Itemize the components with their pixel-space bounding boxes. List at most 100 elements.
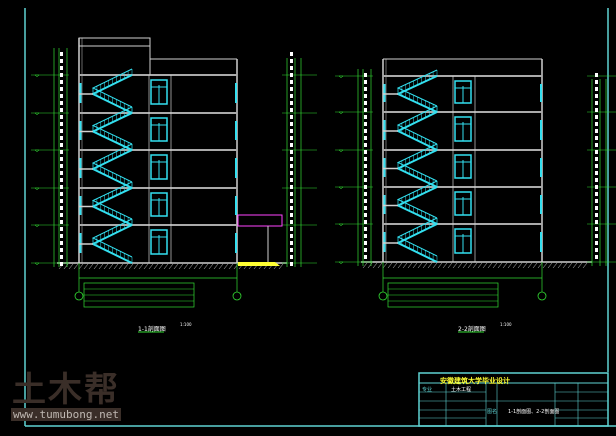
dimension-text — [60, 241, 63, 245]
dimension-text — [595, 129, 598, 133]
ground-hatch — [547, 262, 553, 269]
dimension-text — [364, 220, 367, 224]
ground-hatch — [208, 263, 214, 270]
dimension-text — [364, 171, 367, 175]
ground-hatch — [522, 262, 528, 269]
ground-hatch — [372, 262, 378, 269]
ground-hatch — [193, 263, 199, 270]
dimension-text — [60, 94, 63, 98]
dimension-text — [290, 136, 293, 140]
dimension-text — [60, 115, 63, 119]
ground-hatch — [98, 263, 104, 270]
dimension-text — [364, 157, 367, 161]
dimension-text — [595, 234, 598, 238]
dimension-text — [290, 115, 293, 119]
ground-hatch — [477, 262, 483, 269]
dimension-text — [60, 73, 63, 77]
ground-hatch — [203, 263, 209, 270]
ground-hatch — [402, 262, 408, 269]
level-marker — [34, 74, 40, 78]
dimension-text — [595, 143, 598, 147]
dimension-text — [290, 66, 293, 70]
ground-hatch — [143, 263, 149, 270]
dimension-text — [290, 143, 293, 147]
dimension-text — [595, 80, 598, 84]
dimension-text — [364, 213, 367, 217]
ground-hatch — [223, 263, 229, 270]
dimension-text — [595, 122, 598, 126]
ground-hatch — [138, 263, 144, 270]
ground-hatch — [492, 262, 498, 269]
dimension-text — [364, 136, 367, 140]
dimension-text — [290, 255, 293, 259]
dimension-text — [364, 101, 367, 105]
ground-hatch — [517, 262, 523, 269]
dimension-text — [60, 122, 63, 126]
ground-hatch — [173, 263, 179, 270]
ground-hatch — [128, 263, 134, 270]
level-marker — [34, 224, 40, 228]
axis-bubble — [537, 291, 547, 301]
ground-hatch — [133, 263, 139, 270]
ground-hatch — [362, 262, 368, 269]
dimension-text — [60, 101, 63, 105]
ground-hatch — [148, 263, 154, 270]
ground-hatch — [213, 263, 219, 270]
ground-hatch — [88, 263, 94, 270]
ground-hatch — [417, 262, 423, 269]
dimension-text — [60, 206, 63, 210]
dimension-text — [60, 66, 63, 70]
dimension-text — [290, 248, 293, 252]
dimension-text — [290, 185, 293, 189]
dimension-text — [364, 94, 367, 98]
ground-hatch — [582, 262, 588, 269]
dimension-text — [595, 227, 598, 231]
level-marker — [34, 187, 40, 191]
ground-hatch — [512, 262, 518, 269]
axis-bubble — [378, 291, 388, 301]
drawing-name: 1-1剖面图、2-2剖面图 — [508, 409, 560, 415]
ground-hatch — [432, 262, 438, 269]
dimension-text — [364, 248, 367, 252]
dimension-text — [364, 206, 367, 210]
dimension-text — [364, 80, 367, 84]
dimension-text — [364, 227, 367, 231]
ground-hatch — [103, 263, 109, 270]
ground-hatch — [482, 262, 488, 269]
ground-hatch — [427, 262, 433, 269]
ground-hatch — [118, 263, 124, 270]
ground-hatch — [527, 262, 533, 269]
dimension-text — [290, 206, 293, 210]
dimension-text — [60, 213, 63, 217]
dimension-text — [364, 255, 367, 259]
ground-hatch — [437, 262, 443, 269]
dimension-text — [60, 220, 63, 224]
ground-hatch — [377, 262, 383, 269]
section-1-scale: 1:100 — [180, 322, 192, 327]
ground-hatch — [153, 263, 159, 270]
ground-hatch — [412, 262, 418, 269]
dimension-text — [595, 150, 598, 154]
ground-hatch — [542, 262, 548, 269]
ground-hatch — [73, 263, 79, 270]
dimension-text — [364, 199, 367, 203]
level-marker — [338, 186, 344, 190]
dimension-text — [595, 101, 598, 105]
ground-hatch — [422, 262, 428, 269]
ground-hatch — [198, 263, 204, 270]
dimension-text — [290, 59, 293, 63]
dimension-text — [60, 199, 63, 203]
dimension-text — [595, 164, 598, 168]
dimension-text — [60, 262, 63, 266]
ground-hatch — [68, 263, 74, 270]
dimension-text — [60, 157, 63, 161]
level-marker — [338, 261, 344, 265]
section-1-label: 1-1剖面图 — [138, 326, 166, 333]
level-marker — [34, 149, 40, 153]
dimension-text — [60, 150, 63, 154]
ground-hatch — [123, 263, 129, 270]
section-2-scale: 1:100 — [500, 322, 512, 327]
ground-hatch — [178, 263, 184, 270]
dimension-text — [290, 52, 293, 56]
